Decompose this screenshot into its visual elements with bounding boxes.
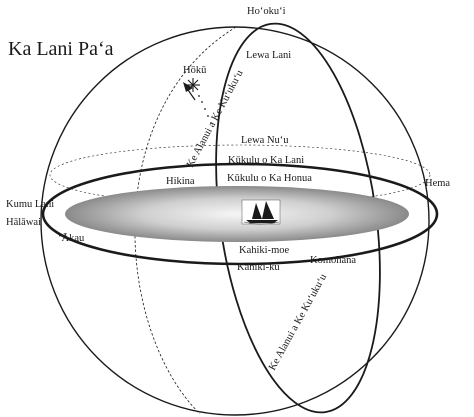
label-halawai: Hālāwai (6, 217, 41, 228)
star-path-dots (198, 95, 212, 124)
label-kahiki-moe: Kahiki-moe (239, 245, 289, 256)
canoe-icon (241, 199, 281, 225)
label-hookui: Ho‘oku‘i (247, 6, 286, 17)
label-hoku: Hōkū (183, 65, 207, 76)
label-kukulu-o-ka-honua: Kūkulu o Ka Honua (227, 173, 312, 184)
label-kukulu-o-ka-lani: Kūkulu o Ka Lani (228, 155, 304, 166)
label-kumu-lani: Kumu Lani (6, 199, 54, 210)
horizon-ring (41, 162, 439, 266)
label-akau: ‘Ākau (58, 233, 85, 244)
hoku-star-icon (186, 78, 200, 92)
label-kahiki-ku: Kahiki-kū (237, 262, 280, 273)
label-lewa-lani: Lewa Lani (246, 50, 291, 61)
back-horizon-ring (49, 144, 431, 206)
star-arrow (183, 82, 196, 101)
label-alanui-lower: Ke Alanui a Ke Ku‘uku‘u (267, 272, 330, 373)
label-komohana: Komohana (310, 255, 356, 266)
diagram-title: Ka Lani Pa‘a (8, 38, 114, 60)
celestial-sphere (40, 26, 430, 416)
horizon-disc (65, 186, 409, 242)
label-hikina: Hikina (166, 176, 195, 187)
label-hema: Hema (425, 178, 450, 189)
label-lewa-nuu: Lewa Nu‘u (241, 135, 289, 146)
